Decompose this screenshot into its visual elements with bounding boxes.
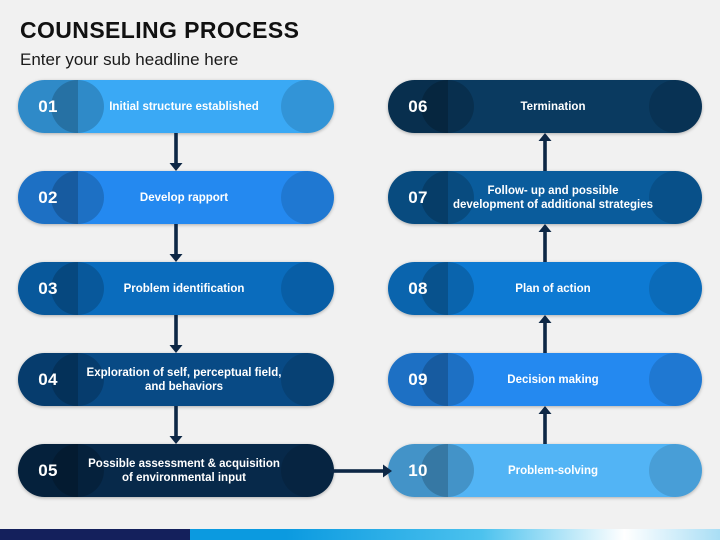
cylinder-end-cap (281, 171, 334, 224)
step-number-block (388, 444, 448, 497)
step-number: 06 (408, 96, 428, 116)
process-step-05[interactable]: 05 Possible assessment & acquisition of e… (18, 444, 334, 497)
process-step-06[interactable]: 06 Termination (388, 80, 702, 133)
arrow-up-2 (538, 224, 552, 262)
step-number-block-bulge (421, 353, 474, 406)
process-step-body (388, 80, 702, 133)
process-step-body (18, 262, 334, 315)
step-number: 04 (38, 369, 58, 389)
step-number: 05 (38, 460, 58, 480)
step-number-block-bulge (421, 444, 474, 497)
step-number-block (388, 80, 448, 133)
process-step-body (18, 444, 334, 497)
step-label: Decision making (507, 373, 599, 386)
process-step-body (18, 171, 334, 224)
step-number-block (18, 262, 78, 315)
step-number: 01 (38, 96, 58, 116)
process-step-02[interactable]: 02 Develop rapport (18, 171, 334, 224)
step-label: Problem identification (123, 282, 245, 295)
arrow-down-3 (169, 315, 183, 353)
step-number-block-bulge (421, 262, 474, 315)
step-number: 07 (408, 187, 428, 207)
cylinder-end-cap (649, 353, 702, 406)
process-step-08[interactable]: 08 Plan of action (388, 262, 702, 315)
step-number-block-bulge (51, 171, 104, 224)
process-step-body (18, 80, 334, 133)
arrow-up-4 (538, 406, 552, 444)
cylinder-end-cap (281, 444, 334, 497)
step-number-block-bulge (51, 262, 104, 315)
step-number-block (388, 171, 448, 224)
process-step-03[interactable]: 03 Problem identification (18, 262, 334, 315)
step-number: 08 (408, 278, 428, 298)
cylinder-end-cap (281, 80, 334, 133)
step-label: Follow- up and possible development of a… (452, 184, 653, 211)
page-subtitle: Enter your sub headline here (20, 50, 239, 69)
step-number-block (18, 444, 78, 497)
cylinder-end-cap (281, 353, 334, 406)
step-label: Initial structure established (109, 100, 259, 113)
process-step-body (388, 262, 702, 315)
footer-bar (0, 529, 720, 540)
process-step-10[interactable]: 10 Problem-solving (388, 444, 702, 497)
step-number: 02 (38, 187, 58, 207)
cylinder-end-cap (649, 444, 702, 497)
step-number-block-bulge (51, 80, 104, 133)
step-number-block (18, 171, 78, 224)
step-number-block-bulge (51, 353, 104, 406)
arrow-right-05-to-10 (330, 464, 392, 477)
cylinder-end-cap (649, 171, 702, 224)
step-number: 03 (38, 278, 58, 298)
step-number-block-bulge (421, 171, 474, 224)
process-step-01[interactable]: 01 Initial structure established (18, 80, 334, 133)
process-step-09[interactable]: 09 Decision making (388, 353, 702, 406)
cylinder-end-cap (281, 262, 334, 315)
step-number-block (388, 262, 448, 315)
step-label: Problem-solving (507, 464, 599, 477)
step-number-block (388, 353, 448, 406)
process-step-07[interactable]: 07 Follow- up and possible development of… (388, 171, 702, 224)
step-label: Possible assessment & acquisition of env… (88, 457, 280, 484)
step-number: 09 (408, 369, 428, 389)
arrow-down-2 (169, 224, 183, 262)
step-label: Termination (520, 100, 586, 113)
cylinder-end-cap (649, 262, 702, 315)
process-step-body (388, 171, 702, 224)
footer-bar-navy (0, 529, 190, 540)
step-number-block (18, 80, 78, 133)
arrow-down-4 (169, 406, 183, 444)
footer-bar-gradient (190, 529, 720, 540)
step-label: Develop rapport (139, 191, 229, 204)
process-step-04[interactable]: 04 Exploration of self, perceptual field,… (18, 353, 334, 406)
arrow-down-1 (169, 133, 183, 171)
step-number-block-bulge (421, 80, 474, 133)
step-label: Plan of action (515, 282, 591, 295)
page-title: COUNSELING PROCESS (20, 17, 300, 43)
arrow-up-1 (538, 133, 552, 171)
step-number-block-bulge (51, 444, 104, 497)
process-step-body (18, 353, 334, 406)
process-step-body (388, 444, 702, 497)
process-step-body (388, 353, 702, 406)
step-label: Exploration of self, perceptual field, a… (86, 366, 282, 393)
step-number: 10 (408, 460, 428, 480)
arrow-up-3 (538, 315, 552, 353)
cylinder-end-cap (649, 80, 702, 133)
step-number-block (18, 353, 78, 406)
